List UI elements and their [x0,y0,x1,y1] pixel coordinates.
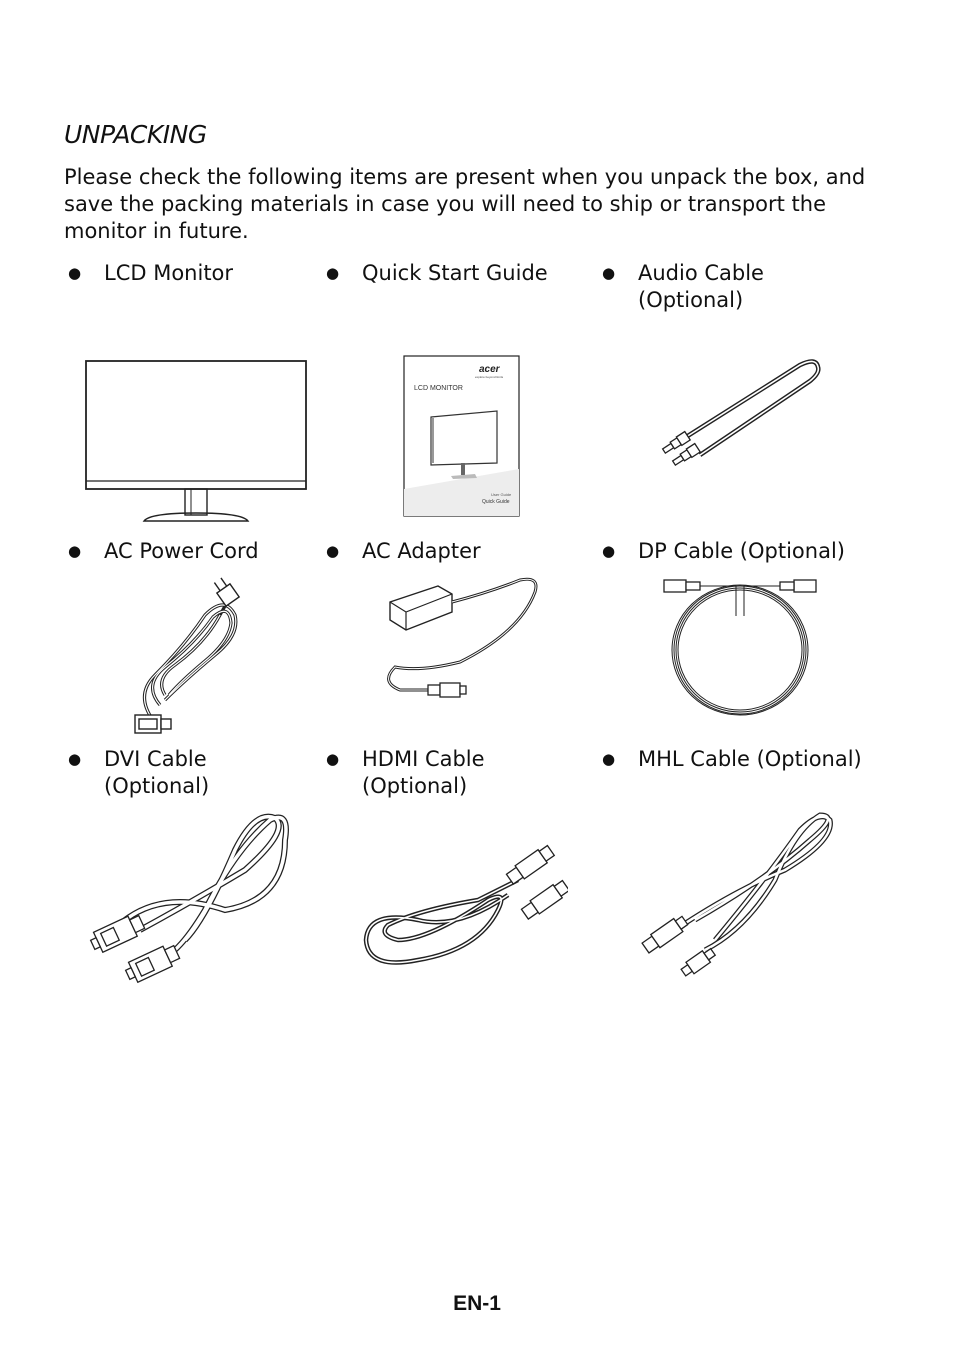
bullet-icon: ● [602,264,616,282]
bullet-icon: ● [602,750,616,768]
hdmi-cable-illustration [363,844,568,965]
guide-line2: Quick Guide [482,499,510,505]
item-label: HDMI Cable [362,747,485,771]
item-label: DVI Cable [104,747,207,771]
audio-cable-illustration [661,359,821,466]
item-label: AC Adapter [362,539,481,563]
mhl-cable-illustration [641,812,833,977]
item-label-optional: (Optional) [638,288,744,312]
dp-cable-illustration [663,579,817,716]
ac-adapter-illustration [387,577,538,698]
bullet-icon: ● [326,542,340,560]
lcd-monitor-illustration [85,360,307,522]
guide-product: LCD MONITOR [414,385,463,392]
bullet-icon: ● [602,542,616,560]
item-label: Quick Start Guide [362,261,548,285]
bullet-icon: ● [68,542,82,560]
item-label-optional: (Optional) [362,774,468,798]
section-heading: UNPACKING [64,120,207,149]
item-label-optional: (Optional) [104,774,210,798]
bullet-icon: ● [326,264,340,282]
item-label: LCD Monitor [104,261,234,285]
bullet-icon: ● [68,264,82,282]
bullet-icon: ● [326,750,340,768]
item-label: DP Cable (Optional) [638,539,845,563]
bullet-icon: ● [68,750,82,768]
item-label: AC Power Cord [104,539,259,563]
item-label: MHL Cable (Optional) [638,747,862,771]
dvi-cable-illustration [89,813,289,984]
guide-brand: acer [479,364,501,375]
guide-tagline: explore beyond limits [475,375,504,379]
ac-power-cord-illustration [134,577,241,734]
intro-paragraph: Please check the following items are pre… [64,165,866,243]
quick-start-guide-illustration: acer explore beyond limits LCD MONITOR U… [403,355,520,517]
guide-line1: User Guide [491,492,512,497]
page-number: EN-1 [453,1292,501,1315]
item-label: Audio Cable [638,261,764,285]
